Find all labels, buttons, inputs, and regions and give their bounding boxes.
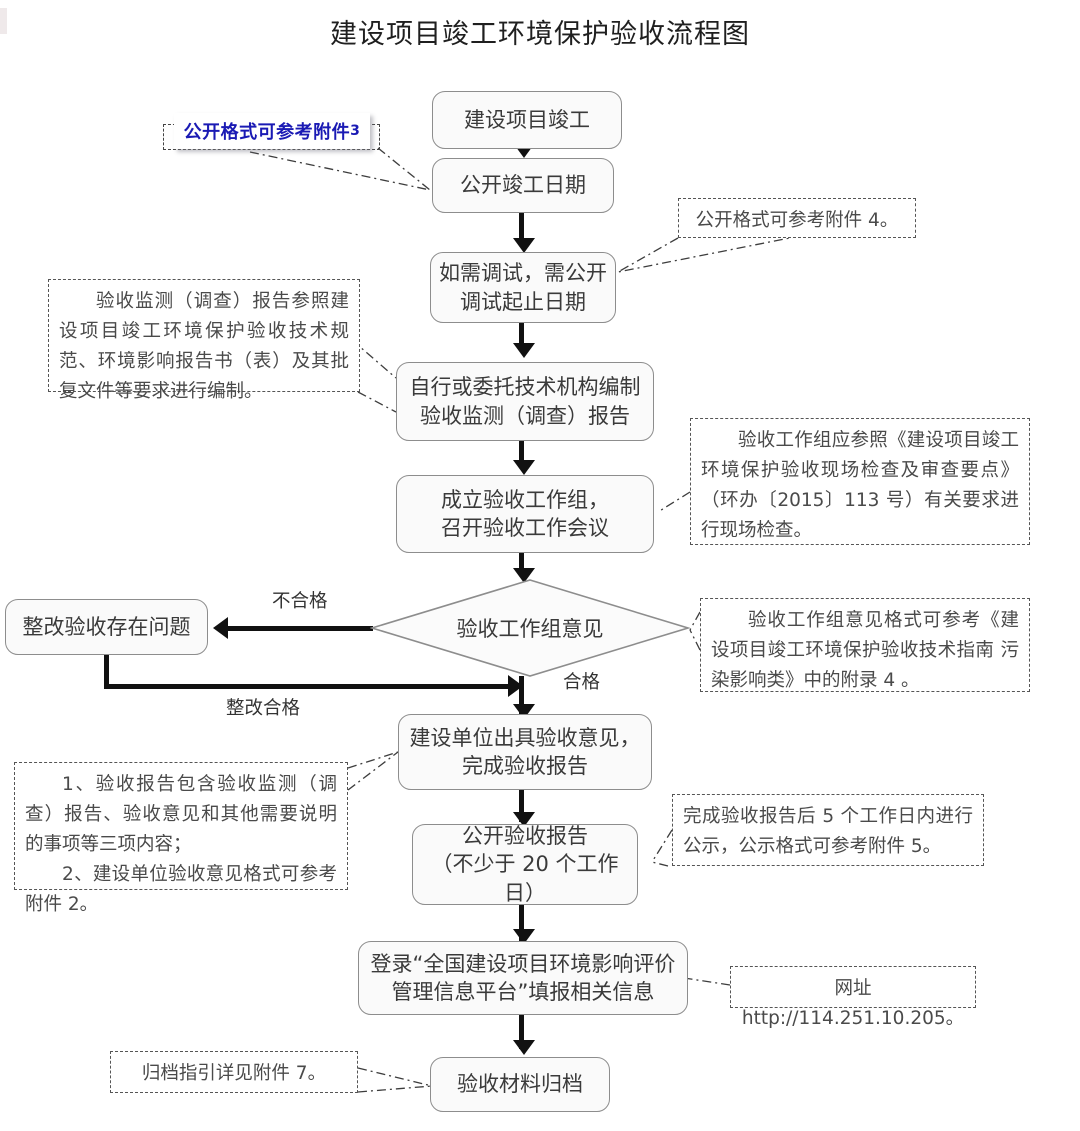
arrow-n4-n5 (513, 460, 535, 475)
note-monitoring-report-basis: 验收监测（调查）报告参照建设项目竣工环境保护验收技术规范、环境影响报告书（表）及… (48, 279, 360, 402)
node-label-line2: 调试起止日期 (460, 289, 586, 314)
node-label-line1: 公开验收报告 (462, 823, 588, 848)
node-establish-workgroup[interactable]: 成立验收工作组， 召开验收工作会议 (396, 475, 654, 553)
node-label-line2: 管理信息平台”填报相关信息 (391, 980, 655, 1004)
node-publish-acceptance-report[interactable]: 公开验收报告 （不少于 20 个工作日） (412, 824, 638, 905)
note-archive-guidance: 归档指引详见附件 7。 (110, 1051, 358, 1093)
note-attachment-4: 公开格式可参考附件 4。 (678, 198, 916, 238)
node-publish-commissioning-dates[interactable]: 如需调试，需公开 调试起止日期 (430, 252, 616, 323)
edge-n7-right (104, 684, 516, 689)
note-platform-url: 网址 http://114.251.10.205。 (730, 966, 976, 1029)
decision-label: 验收工作组意见 (456, 617, 604, 641)
note-text: 验收监测（调查）报告参照建设项目竣工环境保护验收技术规范、环境影响报告书（表）及… (59, 291, 349, 402)
edge-n2-n3 (519, 212, 524, 242)
edge-label-fail: 不合格 (272, 591, 328, 612)
note-acceptance-report-contents: 1、验收报告包含验收监测（调查）报告、验收意见和其他需要说明的事项等三项内容； … (14, 762, 348, 915)
note-text: 公开格式可参考附件 4。 (695, 210, 899, 231)
node-rectify-issues[interactable]: 整改验收存在问题 (5, 599, 208, 655)
node-issue-acceptance-opinion[interactable]: 建设单位出具验收意见， 完成验收报告 (398, 714, 652, 790)
edge-n8-n9 (519, 790, 524, 822)
arrow-n3-n4 (513, 343, 535, 358)
arrow-n8-n9 (513, 812, 535, 827)
edge-n4-n5 (519, 440, 524, 468)
node-label-line2: 召开验收工作会议 (441, 516, 609, 540)
edge-n5-decision (519, 552, 524, 576)
note-workgroup-inspection: 验收工作组应参照《建设项目竣工环境保护验收现场检查及审查要点》（环办〔2015〕… (690, 418, 1030, 545)
note-text-line1: 1、验收报告包含验收监测（调查）报告、验收意见和其他需要说明的事项等三项内容； (25, 774, 337, 855)
node-label: 建设项目竣工 (464, 107, 590, 132)
node-label-line1: 如需调试，需公开 (439, 261, 607, 286)
note-attachment-3-text: 公开格式可参考附件 (183, 122, 351, 143)
note-text-line2: 2、建设单位验收意见格式可参考附件 2。 (25, 863, 337, 915)
edge-label-pass: 合格 (563, 672, 601, 693)
edge-label-rectified: 整改合格 (226, 698, 301, 719)
note-text: 网址 http://114.251.10.205。 (741, 978, 965, 1029)
node-prepare-acceptance-report[interactable]: 自行或委托技术机构编制 验收监测（调查）报告 (396, 362, 654, 441)
edge-decision-n7 (228, 626, 373, 631)
page-title: 建设项目竣工环境保护验收流程图 (330, 19, 750, 50)
note-publicity-window: 完成验收报告后 5 个工作日内进行公示，公示格式可参考附件 5。 (672, 794, 984, 866)
arrow-n5-decision (513, 568, 535, 583)
note-text: 完成验收报告后 5 个工作日内进行公示，公示格式可参考附件 5。 (683, 806, 973, 857)
edge-n9-n10 (519, 905, 524, 941)
node-label-line1: 登录“全国建设项目环境影响评价 (370, 951, 676, 976)
node-label-line1: 建设单位出具验收意见， (409, 725, 641, 750)
node-login-platform[interactable]: 登录“全国建设项目环境影响评价 管理信息平台”填报相关信息 (358, 941, 688, 1015)
arrow-decision-n7 (213, 617, 228, 639)
note-text: 归档指引详见附件 7。 (141, 1063, 327, 1084)
note-attachment-3-number: 3 (350, 123, 361, 139)
edge-n3-n4 (519, 322, 524, 350)
node-label: 验收材料归档 (457, 1072, 583, 1097)
diamond-shape (370, 579, 690, 677)
node-label-line2: （不少于 20 个工作日） (431, 852, 619, 905)
node-label: 整改验收存在问题 (22, 614, 191, 639)
node-label: 公开竣工日期 (460, 173, 586, 198)
arrow-n2-n3 (513, 238, 535, 253)
note-opinion-format: 验收工作组意见格式可参考《建设项目竣工环境保护验收技术指南 污染影响类》中的附录… (700, 598, 1030, 692)
page-corner-artifact (0, 8, 7, 34)
node-label-line2: 验收监测（调查）报告 (420, 403, 630, 428)
edge-n10-n11 (519, 1015, 524, 1049)
note-text: 验收工作组意见格式可参考《建设项目竣工环境保护验收技术指南 污染影响类》中的附录… (711, 610, 1019, 691)
edge-decision-n8 (519, 676, 524, 714)
node-project-completion[interactable]: 建设项目竣工 (432, 91, 622, 149)
decision-workgroup-opinion[interactable]: 验收工作组意见 (370, 578, 690, 678)
edge-n7-down (104, 655, 109, 688)
node-label-line2: 完成验收报告 (462, 754, 588, 778)
arrow-n9-n10 (513, 929, 535, 944)
arrow-n10-n11 (513, 1040, 535, 1055)
node-archive-materials[interactable]: 验收材料归档 (430, 1057, 610, 1112)
node-label-line1: 自行或委托技术机构编制 (409, 375, 641, 400)
node-publish-completion-date[interactable]: 公开竣工日期 (432, 158, 614, 213)
note-text: 验收工作组应参照《建设项目竣工环境保护验收现场检查及审查要点》（环办〔2015〕… (701, 430, 1019, 541)
node-label-line1: 成立验收工作组， (441, 487, 609, 512)
